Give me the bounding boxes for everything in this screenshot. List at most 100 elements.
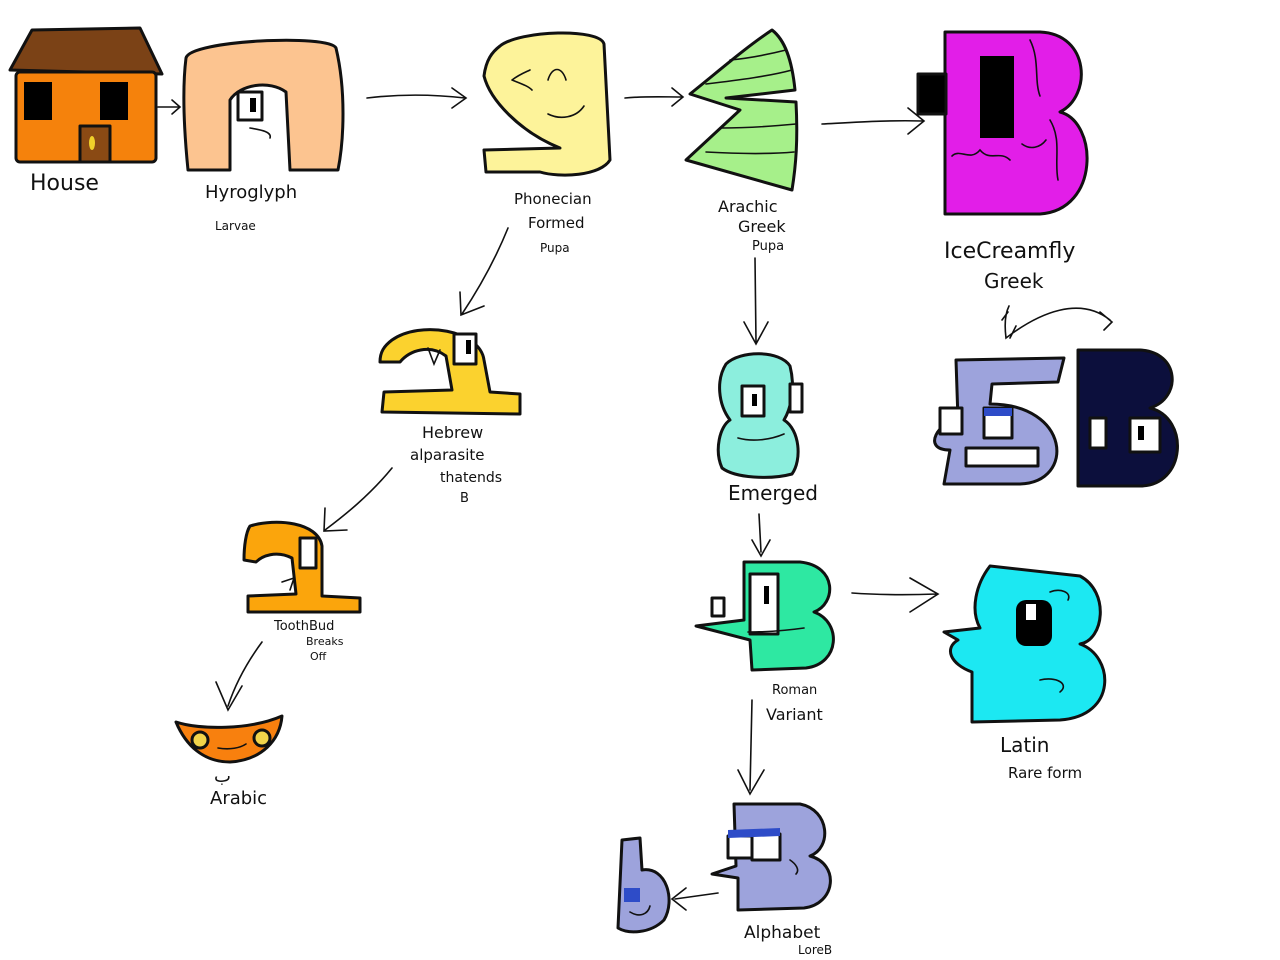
label-phonecian-1: Phonecian — [514, 190, 592, 208]
arrow-house-to-hyroglyph — [157, 99, 182, 115]
arabic-eye-left — [190, 730, 210, 750]
label-house: House — [30, 171, 99, 196]
icecreamfly-body — [943, 30, 1089, 216]
small-b-character — [616, 836, 671, 934]
arrow-icecreamfly-to-greek-variants — [1001, 305, 1114, 340]
dark-b-character — [1076, 348, 1179, 488]
arabic-glyph: ب — [214, 766, 231, 787]
roman-pupil — [764, 586, 769, 604]
small-b-body — [616, 836, 671, 934]
label-latin-2: Rare form — [1008, 764, 1082, 782]
alphabet-b-character — [710, 802, 832, 912]
house-roof — [8, 26, 164, 76]
arrow-emerged-to-roman — [751, 513, 771, 558]
latin-swirl-2 — [1039, 678, 1065, 693]
hyroglyph-character — [182, 38, 345, 172]
arrow-alphabet-to-small-b — [670, 887, 719, 911]
toothbud-character — [242, 520, 362, 614]
arrow-roman-to-latin — [851, 577, 940, 613]
label-toothbud-3: Off — [310, 650, 327, 663]
label-hebrew-1: Hebrew — [422, 423, 483, 442]
icecreamfly-drip-1 — [951, 148, 1011, 161]
cyrillic-eye-1 — [938, 406, 964, 436]
arabic-eye-right — [252, 728, 272, 748]
phonecian-eye-right — [547, 68, 567, 81]
arrow-hebrew-to-toothbud — [323, 467, 393, 532]
arabic-character — [174, 714, 284, 764]
house-character — [8, 26, 164, 164]
cyrillic-eyelid — [984, 408, 1012, 416]
alphabet-b-mouth — [789, 859, 799, 875]
emerged-eye-2 — [788, 382, 804, 414]
small-b-mouth — [629, 905, 651, 916]
label-emerged: Emerged — [728, 481, 818, 505]
dark-b-pupil — [1138, 426, 1144, 440]
roman-eye-1 — [710, 596, 726, 618]
arrow-arachic-to-emerged — [743, 257, 769, 346]
icecreamfly-drip-3 — [1049, 119, 1059, 181]
cyrillic-teeth — [964, 446, 1040, 468]
emerged-mouth — [737, 433, 785, 441]
label-latin-1: Latin — [1000, 733, 1049, 757]
dark-b-eye-1 — [1088, 416, 1108, 450]
emerged-pupil — [752, 394, 757, 406]
arachic-body — [684, 28, 799, 192]
door-knob — [89, 136, 95, 150]
arachic-stripe-1 — [729, 49, 787, 61]
house-door — [78, 124, 112, 164]
small-b-eye — [624, 888, 640, 902]
alphabet-b-eye-2 — [750, 832, 782, 862]
hebrew-body — [378, 328, 522, 416]
label-phonecian-3: Pupa — [540, 241, 570, 255]
arrow-hyroglyph-to-phonecian — [366, 87, 468, 109]
hyroglyph-body — [182, 38, 345, 172]
label-toothbud-2: Breaks — [306, 635, 344, 648]
phonecian-character — [482, 31, 612, 177]
label-icecreamfly-2: Greek — [984, 269, 1044, 293]
hyroglyph-mouth — [249, 127, 272, 139]
arrow-roman-to-alphabet — [737, 699, 765, 796]
label-arachic-1: Arachic — [718, 197, 778, 216]
label-icecreamfly-1: IceCreamfly — [944, 239, 1075, 264]
phonecian-smile — [547, 105, 585, 119]
roman-character — [694, 560, 835, 672]
dark-b-eye-2 — [1128, 416, 1162, 454]
label-hebrew-2: alparasite — [410, 446, 485, 464]
label-arachic-2: Greek — [738, 217, 786, 236]
label-hebrew-4: B — [460, 491, 469, 506]
label-alphabet-1: Alphabet — [744, 923, 821, 943]
label-toothbud-1: ToothBud — [273, 619, 334, 634]
label-arachic-3: Pupa — [752, 239, 784, 254]
arachic-stripe-2 — [705, 69, 793, 85]
icecreamfly-character — [916, 30, 1089, 216]
arabic-mouth — [217, 743, 247, 750]
icecreamfly-smile — [1021, 139, 1047, 149]
toothbud-eye — [298, 536, 318, 570]
toothbud-fang — [281, 576, 296, 591]
label-hyroglyph: Hyroglyph — [205, 182, 297, 203]
icecreamfly-eye-side — [916, 72, 948, 116]
icecreamfly-drip-2 — [1029, 39, 1041, 97]
latin-swirl-1 — [1049, 589, 1070, 601]
arrow-phonecian-to-arachic — [624, 87, 685, 107]
label-alphabet-2: LoreB — [798, 943, 832, 957]
house-window-left — [24, 82, 52, 120]
label-arabic: Arabic — [210, 788, 267, 809]
phonecian-eye-left — [511, 69, 533, 91]
label-phonecian-2: Formed — [528, 214, 585, 232]
icecreamfly-eye — [980, 56, 1014, 138]
house-window-right — [100, 82, 128, 120]
latin-eye — [1016, 600, 1052, 646]
arrow-phonecian-to-hebrew — [459, 227, 509, 317]
hebrew-character — [378, 328, 522, 416]
hebrew-eye — [452, 332, 478, 366]
arrow-arachic-to-icecreamfly — [821, 107, 926, 135]
phonecian-body — [482, 31, 612, 177]
label-hyroglyph-sub: Larvae — [215, 219, 256, 233]
arachic-stripe-3 — [721, 123, 797, 129]
arabic-body — [174, 714, 284, 764]
cyrillic-be-character — [933, 356, 1066, 486]
arachic-stripe-4 — [705, 151, 795, 155]
arachic-greek-character — [684, 28, 799, 192]
